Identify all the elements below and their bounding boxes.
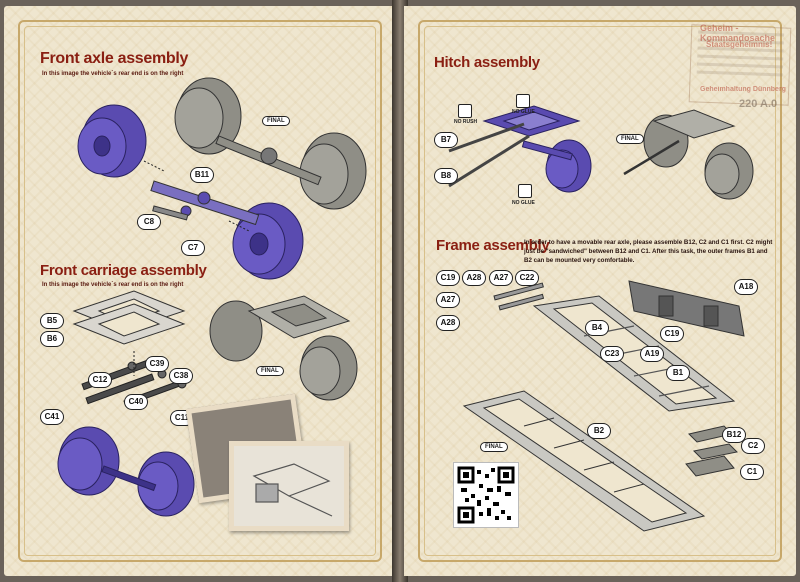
final-tag-hitch: FINAL (616, 134, 644, 144)
no-glue-warning-icon-2 (518, 184, 532, 198)
turntable-plates (72, 290, 186, 345)
part-label-c39: C39 (145, 356, 169, 372)
no-glue-warning-label-1: NO GLUE (512, 109, 535, 115)
page-border (418, 20, 782, 562)
part-label-b11: B11 (190, 167, 214, 183)
part-label-c40: C40 (124, 394, 148, 410)
hitch-final (623, 109, 754, 200)
left-page: Front axle assembly In this image the ve… (4, 6, 396, 576)
frame-note: In order to have a movable rear axle, pl… (524, 239, 773, 264)
front-axle-title: Front axle assembly (40, 50, 189, 67)
part-label-c41: C41 (40, 409, 64, 425)
final-tag-carriage: FINAL (256, 366, 284, 376)
front-axle-wheel-left (77, 104, 147, 178)
part-label-b5: B5 (40, 313, 64, 329)
stamp-subtitle: Staatsgeheimnis! (706, 40, 773, 49)
historical-photo-2 (229, 441, 349, 531)
part-label-c22: C22 (515, 270, 539, 286)
part-label-c23: C23 (600, 346, 624, 362)
part-label-b4: B4 (585, 320, 609, 336)
part-label-b2: B2 (587, 423, 611, 439)
front-carriage-subtitle: In this image the vehicle`s rear end is … (42, 282, 184, 288)
part-label-c8: C8 (137, 214, 161, 230)
axle-beam (150, 180, 260, 226)
part-label-a27-left: A27 (436, 292, 460, 308)
qr-code[interactable] (454, 463, 518, 527)
stamp-footer: Geheimhaltung Dünnberg (700, 86, 786, 93)
front-carriage-final (209, 295, 358, 401)
part-label-b7: B7 (434, 132, 458, 148)
part-label-c38: C38 (169, 368, 193, 384)
front-axle-final (174, 77, 367, 210)
part-label-a18: A18 (734, 279, 758, 295)
part-label-c19-right: C19 (660, 326, 684, 342)
final-tag-axle: FINAL (262, 116, 290, 126)
part-label-c7: C7 (181, 240, 205, 256)
front-carriage-title: Front carriage assembly (40, 262, 207, 279)
part-label-c2: C2 (741, 438, 765, 454)
part-label-a19: A19 (640, 346, 664, 362)
side-rail-parts (628, 280, 745, 337)
part-label-c19-top: C19 (436, 270, 460, 286)
part-label-b6: B6 (40, 331, 64, 347)
carriage-wheels (57, 426, 195, 517)
part-label-c1: C1 (740, 464, 764, 480)
hitch-title: Hitch assembly (434, 54, 540, 71)
part-label-a28-left: A28 (436, 315, 460, 331)
page-border (18, 20, 382, 562)
frame-title: Frame assembly (436, 237, 550, 254)
no-glue-warning-label-2: NO GLUE (512, 200, 535, 206)
part-label-c12: C12 (88, 372, 112, 388)
front-axle-subtitle: In this image the vehicle`s rear end is … (42, 71, 184, 77)
hitch-assembly-purple (482, 105, 592, 193)
stamp-title: Geheim - Kommandosache (700, 23, 776, 43)
right-page: Geheim - Kommandosache Staatsgeheimnis! … (404, 6, 796, 576)
final-tag-frame: FINAL (480, 442, 508, 452)
right-illustrations (448, 105, 754, 532)
stamp-number: 220 A.0 (739, 98, 778, 110)
trailer-sketch (252, 463, 333, 517)
part-label-b8: B8 (434, 168, 458, 184)
part-label-b1: B1 (666, 365, 690, 381)
small-brackets (493, 282, 545, 311)
qr-code-pattern (457, 466, 515, 524)
chassis-frame-b2 (462, 390, 706, 532)
part-label-b12: B12 (722, 427, 746, 443)
part-label-a27-top: A27 (489, 270, 513, 286)
left-illustrations (57, 77, 367, 517)
rear-axle-parts (685, 425, 739, 477)
no-glue-warning-icon-1 (516, 94, 530, 108)
hitch-drawbar (448, 122, 530, 188)
part-label-a28-top: A28 (462, 270, 486, 286)
no-rush-warning-label: NO RUSH (454, 119, 478, 125)
no-rush-warning-icon (458, 104, 472, 118)
